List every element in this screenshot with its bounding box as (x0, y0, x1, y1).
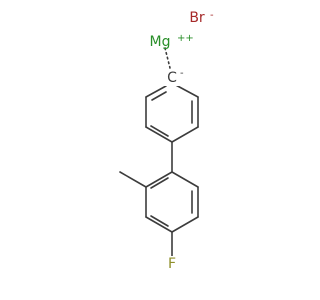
structure-svg: Mg ++ Br - C - F (119, 10, 214, 272)
carbanion-charge: - (180, 68, 184, 79)
bond (145, 171, 173, 188)
fluorine-label: F (168, 256, 176, 272)
magnesium-label: Mg (150, 34, 171, 50)
molecule-diagram: Mg ++ Br - C - F (119, 10, 214, 272)
ionic-interaction (164, 47, 171, 69)
bond (171, 126, 199, 143)
double-bond-inner (151, 91, 167, 101)
carbanion-label: C (167, 70, 177, 86)
bond (145, 85, 167, 98)
lower-ring (145, 171, 199, 233)
bromine-charge: - (210, 10, 214, 21)
double-bond-inner (150, 177, 169, 189)
carbon-label-bg (164, 70, 180, 86)
upper-ring (145, 82, 199, 143)
bond (171, 216, 199, 233)
bromine-label: Br (189, 10, 205, 26)
magnesium-charge: ++ (177, 33, 194, 44)
bond (145, 216, 173, 233)
double-bond-inner (150, 215, 169, 227)
methyl-bond (119, 171, 147, 188)
bond (171, 171, 199, 188)
double-bond-inner (150, 125, 169, 137)
bond (145, 126, 173, 143)
fluorine-label-bg (165, 256, 179, 272)
